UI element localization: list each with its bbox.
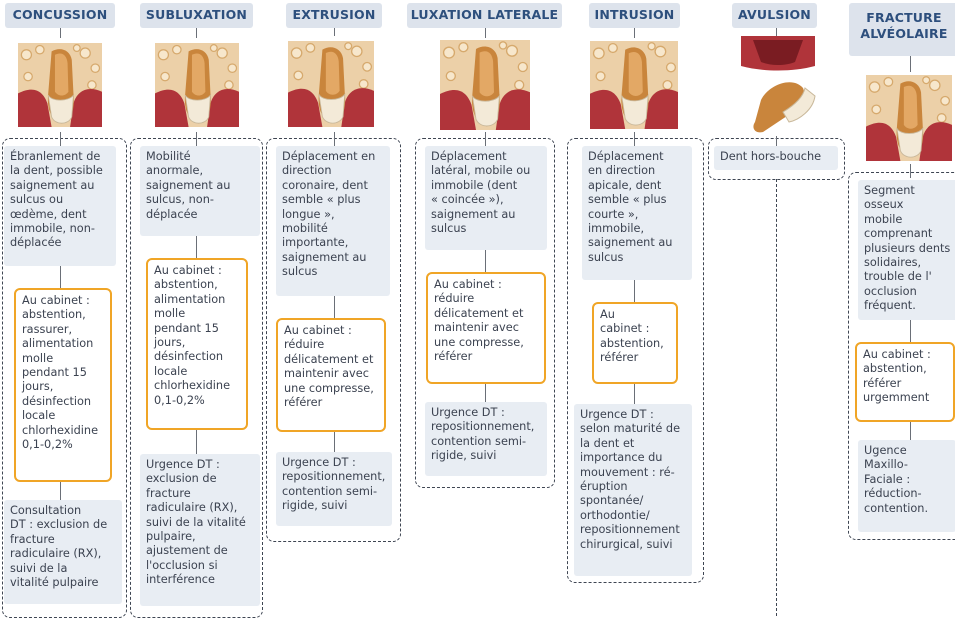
header-intrusion: INTRUSION xyxy=(589,3,680,28)
connector-line xyxy=(60,28,61,38)
tooth-illustration-extrusion xyxy=(288,36,374,132)
tooth-illustration-avulsion xyxy=(733,36,823,136)
followup-box-subluxation: Urgence DT : exclusion de fracture radic… xyxy=(140,454,260,606)
connector-line xyxy=(634,28,635,38)
cabinet-box-subluxation: Au cabinet : abstention, alimentation mo… xyxy=(146,258,248,430)
tooth-illustration-subluxation xyxy=(155,38,239,132)
header-subluxation: SUBLUXATION xyxy=(140,3,253,28)
connector-line xyxy=(196,28,197,38)
connector-line xyxy=(60,482,61,500)
cabinet-box-intrusion: Au cabinet : abstention, référer xyxy=(592,302,678,384)
connector-line xyxy=(485,28,486,38)
header-avulsion: AVULSION xyxy=(732,3,817,28)
description-box-avulsion: Dent hors-bouche xyxy=(714,146,838,170)
connector-line xyxy=(910,320,911,342)
followup-box-intrusion: Urgence DT : selon maturité de la dent e… xyxy=(574,404,692,576)
followup-box-luxation-laterale: Urgence DT : repositionnement, contentio… xyxy=(425,402,547,476)
tooth-illustration-intrusion xyxy=(590,38,678,132)
description-box-extrusion: Déplacement en direction coronaire, dent… xyxy=(276,146,390,296)
cabinet-box-fracture-alveolaire: Au cabinet : abstention, référer urgemme… xyxy=(855,342,955,422)
tooth-illustration-luxation-laterale xyxy=(440,38,530,132)
connector-line xyxy=(334,432,335,452)
tooth-illustration-fracture-alveolaire xyxy=(866,72,952,164)
connector-line xyxy=(910,164,911,178)
connector-line xyxy=(634,132,635,146)
connector-line xyxy=(196,430,197,454)
description-box-concussion: Ébranlement de la dent, possible saignem… xyxy=(4,146,116,266)
connector-line xyxy=(485,384,486,402)
connector-line xyxy=(334,28,335,36)
description-box-intrusion: Déplacement en direction apicale, dent s… xyxy=(582,146,692,280)
connector-line xyxy=(634,280,635,302)
connector-line xyxy=(910,56,911,72)
header-fracture-alveolaire: FRACTURE ALVÉOLAIRE xyxy=(849,3,955,56)
connector-line xyxy=(485,250,486,272)
header-extrusion: EXTRUSION xyxy=(286,3,382,28)
connector-line xyxy=(776,136,777,146)
description-box-fracture-alveolaire: Segment osseux mobile comprenant plusieu… xyxy=(858,180,955,320)
connector-line xyxy=(776,28,777,36)
connector-line xyxy=(196,236,197,258)
connector-line xyxy=(910,422,911,440)
connector-line xyxy=(485,132,486,146)
header-concussion: CONCUSSION xyxy=(5,3,115,28)
followup-box-fracture-alveolaire: Ugence Maxillo- Faciale : réduction- con… xyxy=(858,440,955,532)
cabinet-box-luxation-laterale: Au cabinet : réduire délicatement et mai… xyxy=(426,272,546,384)
connector-line xyxy=(60,266,61,288)
description-box-luxation-laterale: Déplacement latéral, mobile ou immobile … xyxy=(425,146,547,250)
header-luxation-laterale: LUXATION LATERALE xyxy=(407,3,562,28)
followup-box-concussion: Consultation DT : exclusion de fracture … xyxy=(4,500,122,604)
description-box-subluxation: Mobilité anormale, saignement au sulcus,… xyxy=(140,146,260,236)
avulsion-dashed-tail xyxy=(776,179,777,616)
cabinet-box-extrusion: Au cabinet : réduire délicatement et mai… xyxy=(276,318,386,432)
connector-line xyxy=(334,296,335,318)
connector-line xyxy=(334,132,335,146)
cabinet-box-concussion: Au cabinet : abstention, rassurer, alime… xyxy=(14,288,112,482)
connector-line xyxy=(634,384,635,404)
followup-box-extrusion: Urgence DT : repositionnement, contentio… xyxy=(276,452,392,526)
tooth-illustration-concussion xyxy=(18,38,102,132)
